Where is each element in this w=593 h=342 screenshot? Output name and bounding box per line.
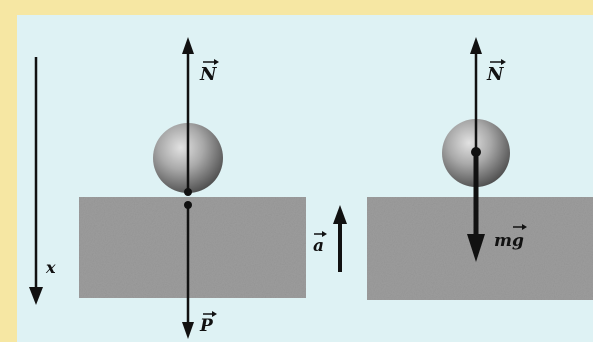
weight-right-label: mg <box>494 224 527 251</box>
axis-x-label: x <box>45 258 56 277</box>
contact-point-bottom <box>184 201 192 209</box>
svg-text:a: a <box>313 236 324 256</box>
weight-right-arrow <box>467 156 485 262</box>
normal-force-right-arrow <box>470 37 482 152</box>
acceleration-arrow <box>333 205 347 272</box>
svg-text:N: N <box>199 64 218 85</box>
normal-right-label: N <box>486 59 506 85</box>
contact-point-top <box>184 188 192 196</box>
normal-force-left-arrow <box>182 37 194 192</box>
svg-text:mg: mg <box>494 231 524 251</box>
normal-left-label: N <box>199 59 219 85</box>
ground-block-left <box>79 197 306 298</box>
weight-left-arrow <box>182 206 194 339</box>
weight-left-label: P <box>199 311 217 336</box>
svg-text:P: P <box>199 316 214 336</box>
svg-text:N: N <box>486 64 505 85</box>
x-axis-arrow <box>29 57 43 305</box>
acceleration-label: a <box>313 231 327 256</box>
center-of-mass-right <box>471 147 481 157</box>
